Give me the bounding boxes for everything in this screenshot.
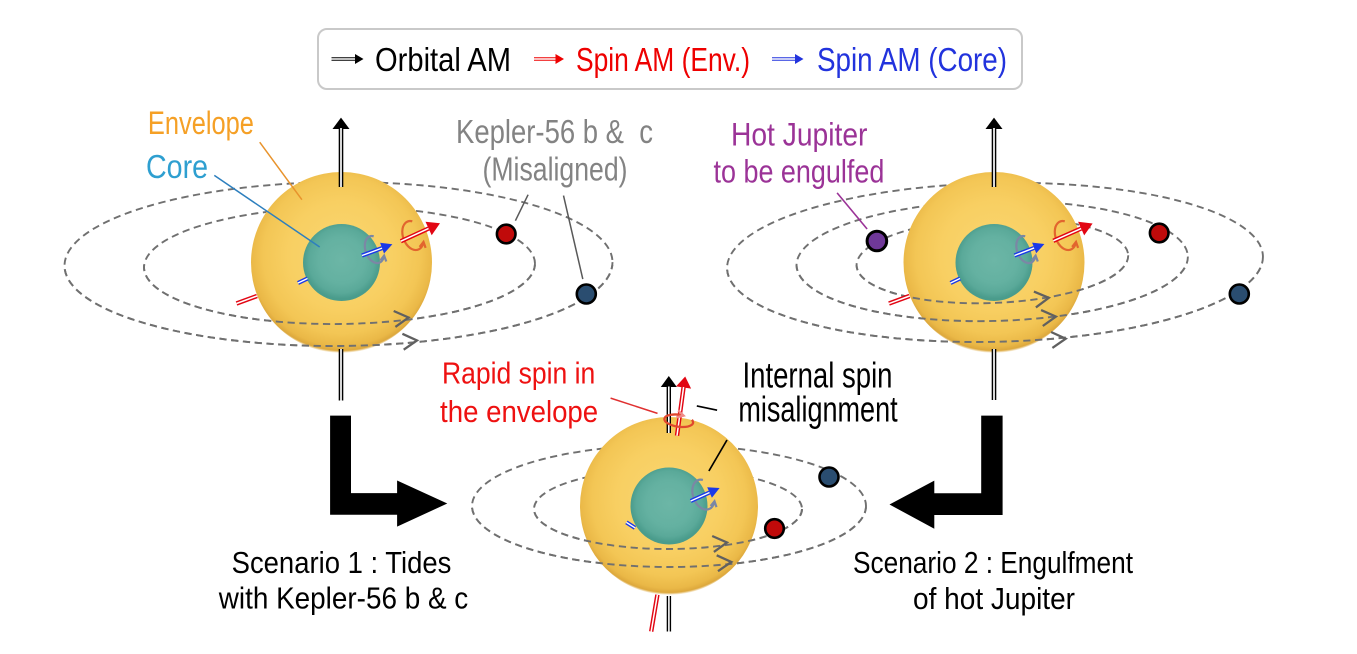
svg-text:Spin AM (Env.): Spin AM (Env.) xyxy=(576,41,750,78)
svg-text:Core: Core xyxy=(146,148,208,185)
svg-text:Scenario 1 : Tides: Scenario 1 : Tides xyxy=(232,546,452,580)
svg-text:Envelope: Envelope xyxy=(148,105,254,141)
svg-text:of hot Jupiter: of hot Jupiter xyxy=(913,582,1075,616)
svg-text:Scenario 2 : Engulfment: Scenario 2 : Engulfment xyxy=(853,546,1133,580)
svg-text:(Misaligned): (Misaligned) xyxy=(483,151,628,188)
svg-text:Rapid spin in: Rapid spin in xyxy=(442,357,595,391)
svg-text:Internal spin: Internal spin xyxy=(743,355,893,396)
svg-text:Hot Jupiter: Hot Jupiter xyxy=(731,117,868,153)
svg-text:Spin AM (Core): Spin AM (Core) xyxy=(817,41,1007,78)
svg-text:Orbital AM: Orbital AM xyxy=(375,41,511,78)
svg-text:the envelope: the envelope xyxy=(440,395,598,429)
svg-text:misalignment: misalignment xyxy=(738,389,897,430)
svg-text:Kepler-56 b & c: Kepler-56 b & c xyxy=(456,113,653,150)
svg-text:with Kepler-56 b & c: with Kepler-56 b & c xyxy=(218,582,468,616)
svg-text:to be engulfed: to be engulfed xyxy=(714,154,885,190)
